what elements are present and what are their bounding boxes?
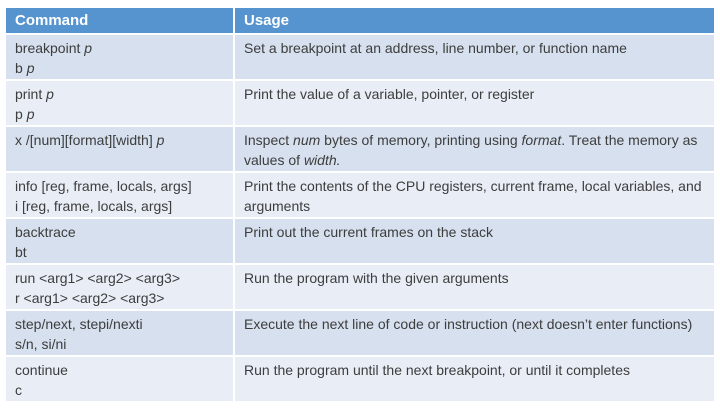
command-line: c — [15, 382, 22, 398]
table-row: print p p p Print the value of a variable,… — [6, 81, 714, 125]
table-body: breakpoint p b p Set a breakpoint at an ad… — [6, 35, 714, 401]
table-row: continue c Run the program until the next … — [6, 357, 714, 401]
usage-cell: Print the value of a variable, pointer, … — [235, 81, 714, 125]
command-line: continue — [15, 362, 68, 378]
column-header-usage: Usage — [235, 8, 714, 33]
command-line: step/next, stepi/nexti — [15, 316, 143, 332]
command-cell: breakpoint p b p — [6, 35, 233, 79]
gdb-command-table: Command Usage breakpoint p b p Set a break… — [6, 8, 714, 403]
command-cell: backtrace bt — [6, 219, 233, 263]
command-line: x /[num][format][width] p — [15, 132, 165, 148]
table-row: run <arg1> <arg2> <arg3> r <arg1> <arg2> … — [6, 265, 714, 309]
command-cell: print p p p — [6, 81, 233, 125]
command-cell: x /[num][format][width] p — [6, 127, 233, 171]
usage-cell: Run the program with the given arguments — [235, 265, 714, 309]
command-cell: run <arg1> <arg2> <arg3> r <arg1> <arg2> … — [6, 265, 233, 309]
command-line: run <arg1> <arg2> <arg3> — [15, 270, 181, 286]
usage-cell: Set a breakpoint at an address, line num… — [235, 35, 714, 79]
usage-cell: Print out the current frames on the stac… — [235, 219, 714, 263]
command-line: print p — [15, 86, 54, 102]
command-line: s/n, si/ni — [15, 336, 67, 352]
command-line: r <arg1> <arg2> <arg3> — [15, 290, 165, 306]
usage-cell: Execute the next line of code or instruc… — [235, 311, 714, 355]
command-cell: continue c — [6, 357, 233, 401]
command-line: info [reg, frame, locals, args] — [15, 178, 192, 194]
command-line: breakpoint p — [15, 40, 93, 56]
table-row: backtrace bt Print out the current frames … — [6, 219, 714, 263]
table-row: step/next, stepi/nexti s/n, si/ni Execute … — [6, 311, 714, 355]
usage-cell: Print the contents of the CPU registers,… — [235, 173, 714, 217]
table-row: breakpoint p b p Set a breakpoint at an ad… — [6, 35, 714, 79]
usage-cell: Inspect num bytes of memory, printing us… — [235, 127, 714, 171]
table-row: x /[num][format][width] p Inspect num byt… — [6, 127, 714, 171]
column-header-command: Command — [6, 8, 233, 33]
command-line: p p — [15, 106, 35, 122]
usage-cell: Run the program until the next breakpoin… — [235, 357, 714, 401]
command-line: bt — [15, 244, 27, 260]
command-cell: info [reg, frame, locals, args] i [reg, f… — [6, 173, 233, 217]
table-header-row: Command Usage — [6, 8, 714, 33]
command-cell: step/next, stepi/nexti s/n, si/ni — [6, 311, 233, 355]
command-line: backtrace — [15, 224, 76, 240]
command-line: i [reg, frame, locals, args] — [15, 198, 173, 214]
table-row: info [reg, frame, locals, args] i [reg, f… — [6, 173, 714, 217]
command-line: b p — [15, 60, 35, 76]
